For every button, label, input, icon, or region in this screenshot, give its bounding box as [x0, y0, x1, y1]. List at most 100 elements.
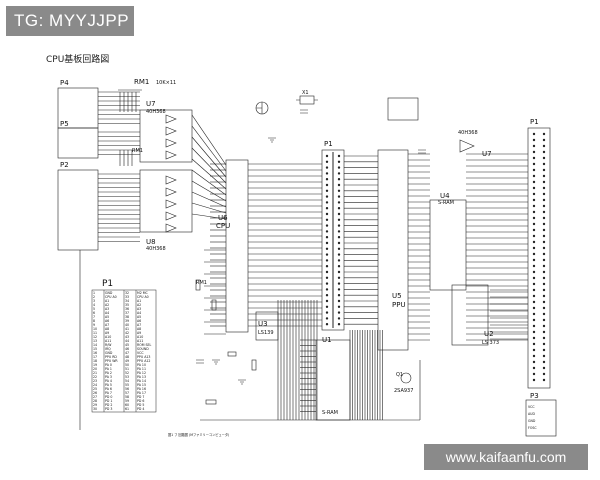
junction-dot — [542, 198, 546, 202]
p1-table-cell: PPU WR — [105, 359, 118, 363]
junction-dot — [542, 324, 546, 328]
p1-table-cell: A7 — [137, 323, 141, 327]
label-u3-sub: LS139 — [258, 330, 274, 336]
p1-table-cell: 37 — [125, 311, 129, 315]
ground-symbols — [212, 137, 276, 385]
junction-dot — [532, 192, 536, 196]
p1-table-cell: 29 — [93, 403, 97, 407]
label-p1-top: P1 — [324, 140, 333, 148]
junction-dot — [532, 252, 536, 256]
junction-dot — [532, 156, 536, 160]
p1-table-cell: 15 — [93, 347, 97, 351]
junction-dot — [337, 241, 341, 245]
p1-table-cell: 56 — [125, 387, 129, 391]
label-rm1: RM1 — [134, 78, 149, 86]
junction-dot — [532, 336, 536, 340]
junction-dot — [325, 154, 329, 158]
junction-dot — [542, 306, 546, 310]
p1-table-cell: PD 1 — [105, 399, 112, 403]
junction-dot — [542, 174, 546, 178]
p1-table-cell: 3 — [93, 299, 95, 303]
junction-dot — [542, 294, 546, 298]
junction-dot — [337, 160, 341, 164]
junction-dot — [337, 282, 341, 285]
junction-dot — [337, 317, 341, 320]
p3-row-label: VCC — [528, 405, 535, 409]
label-u8-sub: 40H368 — [146, 246, 166, 252]
junction-dot — [337, 236, 341, 239]
p1-table-cell: A3 — [137, 307, 141, 311]
junction-dot — [542, 288, 546, 292]
junction-dot — [337, 247, 341, 251]
junction-dot — [542, 348, 546, 352]
junction-dot — [532, 168, 536, 172]
wire — [191, 136, 227, 178]
junction-dot — [542, 252, 546, 256]
p1-table-cell: 61 — [125, 407, 129, 411]
junction-dot — [532, 132, 536, 136]
p1-table-cell: 24 — [93, 383, 97, 387]
label-u8: U8 — [146, 238, 156, 246]
u2-ls373-body — [451, 284, 489, 346]
junction-dot — [532, 270, 536, 274]
junction-dot — [337, 230, 341, 233]
p1-table-cell: PA 3 — [105, 375, 112, 379]
p1-table-cell: PD 0 — [105, 395, 112, 399]
junction-dot — [532, 180, 536, 184]
p1-table-cell: 41 — [125, 327, 129, 331]
p1-table-cell: PA 2 — [105, 371, 112, 375]
p1-table-cell: PD 7 — [137, 395, 144, 399]
junction-dot — [542, 210, 546, 214]
junction-dot — [542, 132, 546, 136]
junction-dot — [325, 270, 329, 274]
p1-table-cell: A1 — [105, 299, 109, 303]
rm1-network — [118, 89, 142, 166]
p1-table-cell: A10 — [137, 335, 143, 339]
p1-table-cell: A9 — [137, 331, 141, 335]
junction-dot — [542, 228, 546, 232]
label-u6: U6 — [218, 214, 228, 222]
junction-dot — [532, 324, 536, 328]
junction-dot — [325, 311, 329, 314]
junction-dot — [542, 222, 546, 226]
p1-table-cell: 54 — [125, 379, 129, 383]
junction-dot — [542, 312, 546, 316]
p1-table-cell: 10 — [93, 327, 97, 331]
p1-table-cell: A11 — [137, 339, 143, 343]
p1-table-cell: IRQ — [105, 347, 111, 351]
p1-table-cell: 20 — [93, 367, 97, 371]
junction-dot — [532, 276, 536, 280]
junction-dot — [325, 224, 329, 227]
watermark-top-badge: TG: MYYJJPP — [6, 6, 134, 36]
p1-table-cell: A2 — [105, 303, 109, 307]
label-p5: P5 — [60, 120, 69, 128]
junction-dot — [532, 294, 536, 298]
p1-table-cell: 17 — [93, 355, 97, 359]
p1-table-cell: A11 — [105, 339, 111, 343]
p1-table-cell: PD 4 — [137, 407, 144, 411]
junction-dot — [542, 204, 546, 208]
junction-dot — [325, 247, 329, 251]
junction-dot — [532, 330, 536, 334]
junction-dot — [542, 300, 546, 304]
p1-table-cell: 32 — [125, 291, 129, 295]
p3-row-label: AUD — [528, 412, 536, 416]
label-q1: Q1 — [396, 372, 403, 378]
junction-dot — [337, 183, 341, 187]
junction-dot — [325, 259, 329, 262]
connector-p3-body — [525, 399, 557, 437]
junction-dot — [542, 246, 546, 250]
junction-dot — [542, 216, 546, 220]
junction-dot — [325, 241, 329, 245]
p1-table-cell: 27 — [93, 395, 97, 399]
p1-table-cell: 28 — [93, 399, 97, 403]
junction-dot — [337, 305, 341, 308]
p1-table-cell: 26 — [93, 391, 97, 395]
p1-table-cell: 58 — [125, 395, 129, 399]
junction-dot — [532, 264, 536, 268]
p1-table-cell: A8 — [137, 327, 141, 331]
junction-dot — [532, 282, 536, 286]
junction-dot — [532, 216, 536, 220]
connector-p1-middle — [321, 149, 345, 331]
p1-table-cell: 12 — [93, 335, 97, 339]
